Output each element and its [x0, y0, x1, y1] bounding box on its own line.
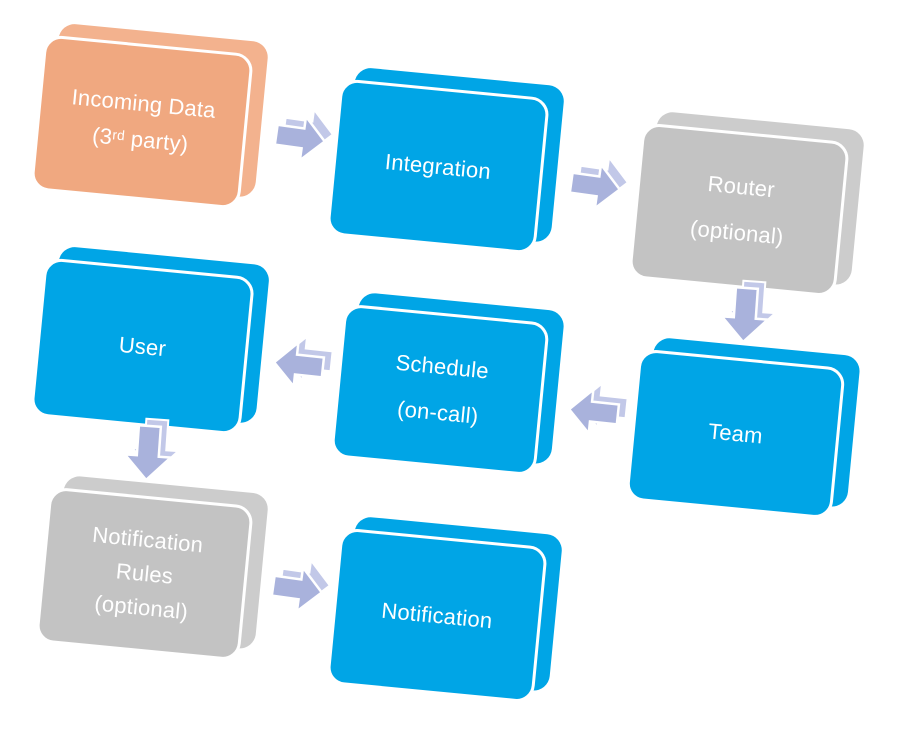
arrow-notification-rules-to-notification: [270, 558, 332, 615]
node-integration: Integration: [325, 66, 566, 255]
node-label-line: Notification: [91, 521, 205, 558]
node-notification: Notification: [325, 515, 564, 704]
node-face: Notification: [325, 527, 549, 704]
node-label-line: Router: [706, 170, 776, 203]
node-label-line: Team: [707, 418, 764, 449]
node-schedule: Schedule (on-call): [330, 291, 566, 477]
node-label-line: Notification: [380, 597, 494, 633]
arrow-user-to-notification-rules: [122, 417, 181, 482]
node-label-line: Rules: [114, 558, 175, 589]
node-incoming-data: Incoming Data (3rd party): [30, 22, 270, 210]
node-face: User: [29, 257, 256, 436]
node-team: Team: [625, 336, 861, 520]
node-notification-rules: Notification Rules (optional): [34, 474, 270, 662]
node-label-line: (on-call): [396, 396, 480, 429]
node-label-line: User: [117, 331, 168, 361]
node-user: User: [29, 245, 271, 436]
node-face: Notification Rules (optional): [34, 486, 255, 662]
node-face: Team: [625, 348, 846, 520]
arrow-incoming-data-to-integration: [273, 107, 335, 164]
arrow-team-to-schedule: [567, 381, 629, 437]
arrow-schedule-to-user: [272, 334, 334, 390]
node-face: Incoming Data (3rd party): [30, 34, 254, 210]
node-face: Router (optional): [628, 122, 850, 298]
node-router: Router (optional): [628, 110, 866, 298]
node-label-line: (optional): [689, 215, 785, 250]
node-label-line: Integration: [384, 148, 493, 184]
arrow-router-to-team: [719, 279, 778, 344]
node-label-line: (optional): [93, 590, 190, 625]
node-face: Schedule (on-call): [330, 303, 550, 477]
node-face: Integration: [325, 78, 551, 255]
arrow-integration-to-router: [568, 155, 630, 212]
